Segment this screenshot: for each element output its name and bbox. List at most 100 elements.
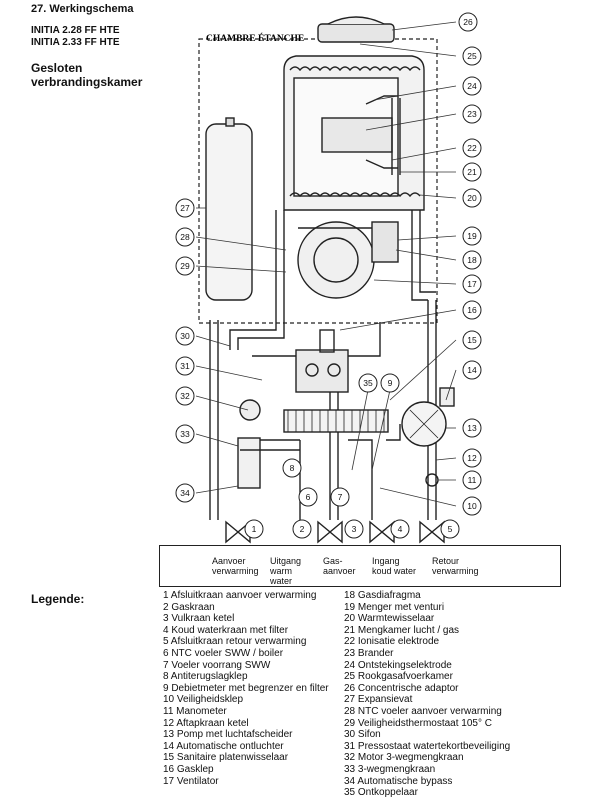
callout-circle-4 (390, 519, 410, 539)
callout-number-1: 1 (252, 524, 257, 534)
callout-number-35: 35 (363, 378, 373, 388)
callout-number-6: 6 (306, 492, 311, 502)
subtitle-line-1: Gesloten (31, 61, 83, 75)
callout-number-4: 4 (398, 524, 403, 534)
fan (297, 221, 375, 299)
legend-item: 24 Ontstekingselektrode (344, 659, 452, 671)
callout-number-22: 22 (467, 143, 477, 153)
callout-circle-34 (175, 483, 195, 503)
ionisation-electrode (365, 159, 398, 169)
callout-circle-30 (175, 326, 195, 346)
concentric-adaptor (317, 23, 395, 43)
callout-circle-9 (380, 373, 400, 393)
callout-circle-8 (282, 458, 302, 478)
callout-circle-32 (175, 386, 195, 406)
legend-item: 20 Warmtewisselaar (344, 613, 435, 625)
callout-number-30: 30 (180, 331, 190, 341)
callout-number-15: 15 (467, 335, 477, 345)
legend-item: 23 Brander (344, 647, 394, 659)
legend-item: 7 Voeler voorrang SWW (163, 659, 271, 671)
legend-item: 17 Ventilator (163, 775, 219, 787)
legend-item: 29 Veiligheidsthermostaat 105° C (344, 717, 492, 729)
callout-circle-13 (462, 418, 482, 438)
legend-item: 31 Pressostaat watertekortbeveiliging (344, 740, 511, 752)
legend-item: 28 NTC voeler aanvoer verwarming (344, 705, 502, 717)
legend-item: 9 Debietmeter met begrenzer en filter (163, 682, 329, 694)
callout-circle-5 (440, 519, 460, 539)
model-name-1: INITIA 2.28 FF HTE (31, 25, 120, 36)
adaptor-cap (327, 16, 385, 25)
callout-circle-6 (298, 487, 318, 507)
legend-item: 32 Motor 3-wegmengkraan (344, 752, 464, 764)
legend-item: 13 Pomp met luchtafscheider (163, 729, 293, 741)
callout-number-33: 33 (180, 429, 190, 439)
connections-label-box (159, 545, 561, 587)
model-name-2: INITIA 2.33 FF HTE (31, 37, 120, 48)
callout-number-18: 18 (467, 255, 477, 265)
legend-item: 12 Aftapkraan ketel (163, 717, 249, 729)
subtitle-line-2: verbrandingskamer (31, 75, 143, 89)
legend-item: 27 Expansievat (344, 694, 413, 706)
exchanger-coils-top (289, 66, 421, 72)
expansion-vessel (205, 123, 253, 301)
callout-number-19: 19 (467, 231, 477, 241)
callout-number-10: 10 (467, 501, 477, 511)
callout-number-29: 29 (180, 261, 190, 271)
callout-circle-3 (344, 519, 364, 539)
callout-number-12: 12 (467, 453, 477, 463)
legend-item: 2 Gaskraan (163, 601, 215, 613)
legend-item: 1 Afsluitkraan aanvoer verwarming (163, 590, 317, 601)
callout-number-27: 27 (180, 203, 190, 213)
legend-item: 3 Vulkraan ketel (163, 613, 235, 625)
callout-number-13: 13 (467, 423, 477, 433)
callout-circle-35 (358, 373, 378, 393)
callout-number-34: 34 (180, 488, 190, 498)
venturi-mixer (371, 221, 399, 263)
callout-circle-21 (462, 162, 482, 182)
legend-item: 33 3-wegmengkraan (344, 763, 436, 775)
legend-item: 19 Menger met venturi (344, 601, 445, 613)
callout-circle-11 (462, 470, 482, 490)
callout-circle-23 (462, 104, 482, 124)
three-way-valve (237, 437, 261, 489)
callout-circle-16 (462, 300, 482, 320)
callout-number-17: 17 (467, 279, 477, 289)
callout-circle-25 (462, 46, 482, 66)
callout-circle-24 (462, 76, 482, 96)
callout-number-32: 32 (180, 391, 190, 401)
legend-item: 8 Antiterugslagklep (163, 671, 248, 683)
callout-circle-29 (175, 256, 195, 276)
legend-title: Legende: (31, 592, 85, 606)
callout-circle-22 (462, 138, 482, 158)
callout-number-26: 26 (463, 17, 473, 27)
legend-item: 14 Automatische ontluchter (163, 740, 284, 752)
legend-item: 26 Concentrische adaptor (344, 682, 459, 694)
legend-item: 34 Automatische bypass (344, 775, 453, 787)
callout-circle-20 (462, 188, 482, 208)
callout-number-7: 7 (338, 492, 343, 502)
callout-circle-31 (175, 356, 195, 376)
legend-item: 15 Sanitaire platenwisselaar (163, 752, 289, 764)
legend-item: 18 Gasdiafragma (344, 590, 421, 601)
legend-item: 35 Ontkoppelaar (344, 787, 418, 799)
callout-circle-19 (462, 226, 482, 246)
ignition-electrode (365, 95, 398, 105)
chamber-label: CHAMBRE ÉTANCHE (206, 32, 304, 44)
callout-number-9: 9 (388, 378, 393, 388)
section-title: 27. Werkingschema (31, 3, 134, 15)
callout-circle-17 (462, 274, 482, 294)
callout-number-3: 3 (352, 524, 357, 534)
callout-number-31: 31 (180, 361, 190, 371)
legend-item: 4 Koud waterkraan met filter (163, 624, 289, 636)
callout-circle-2 (292, 519, 312, 539)
callout-number-11: 11 (468, 475, 477, 485)
legend-item: 10 Veiligheidsklep (163, 694, 244, 706)
callout-number-2: 2 (300, 524, 305, 534)
legend-item: 5 Afsluitkraan retour verwarming (163, 636, 307, 648)
exchanger-coils-bottom (289, 192, 421, 198)
